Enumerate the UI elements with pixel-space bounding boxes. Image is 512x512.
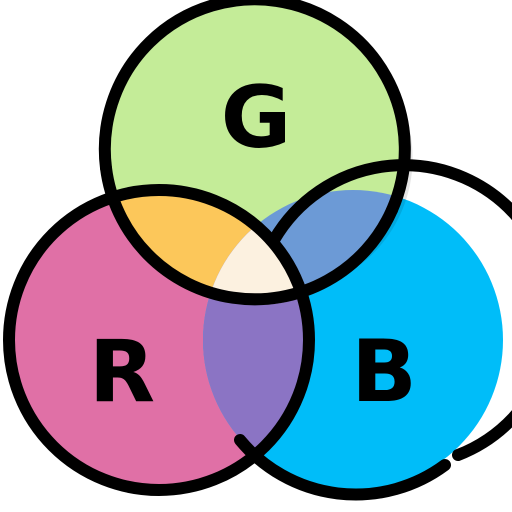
- blue-circle-outline-lower: [234, 434, 451, 501]
- label-r: R: [89, 322, 155, 422]
- green-circle-outline-lower: [100, 162, 398, 306]
- green-circle-outline: [98, 0, 411, 216]
- label-b: B: [351, 322, 417, 422]
- red-circle-outline: [3, 184, 315, 496]
- label-g: G: [221, 68, 292, 168]
- blue-circle-outline: [268, 159, 512, 461]
